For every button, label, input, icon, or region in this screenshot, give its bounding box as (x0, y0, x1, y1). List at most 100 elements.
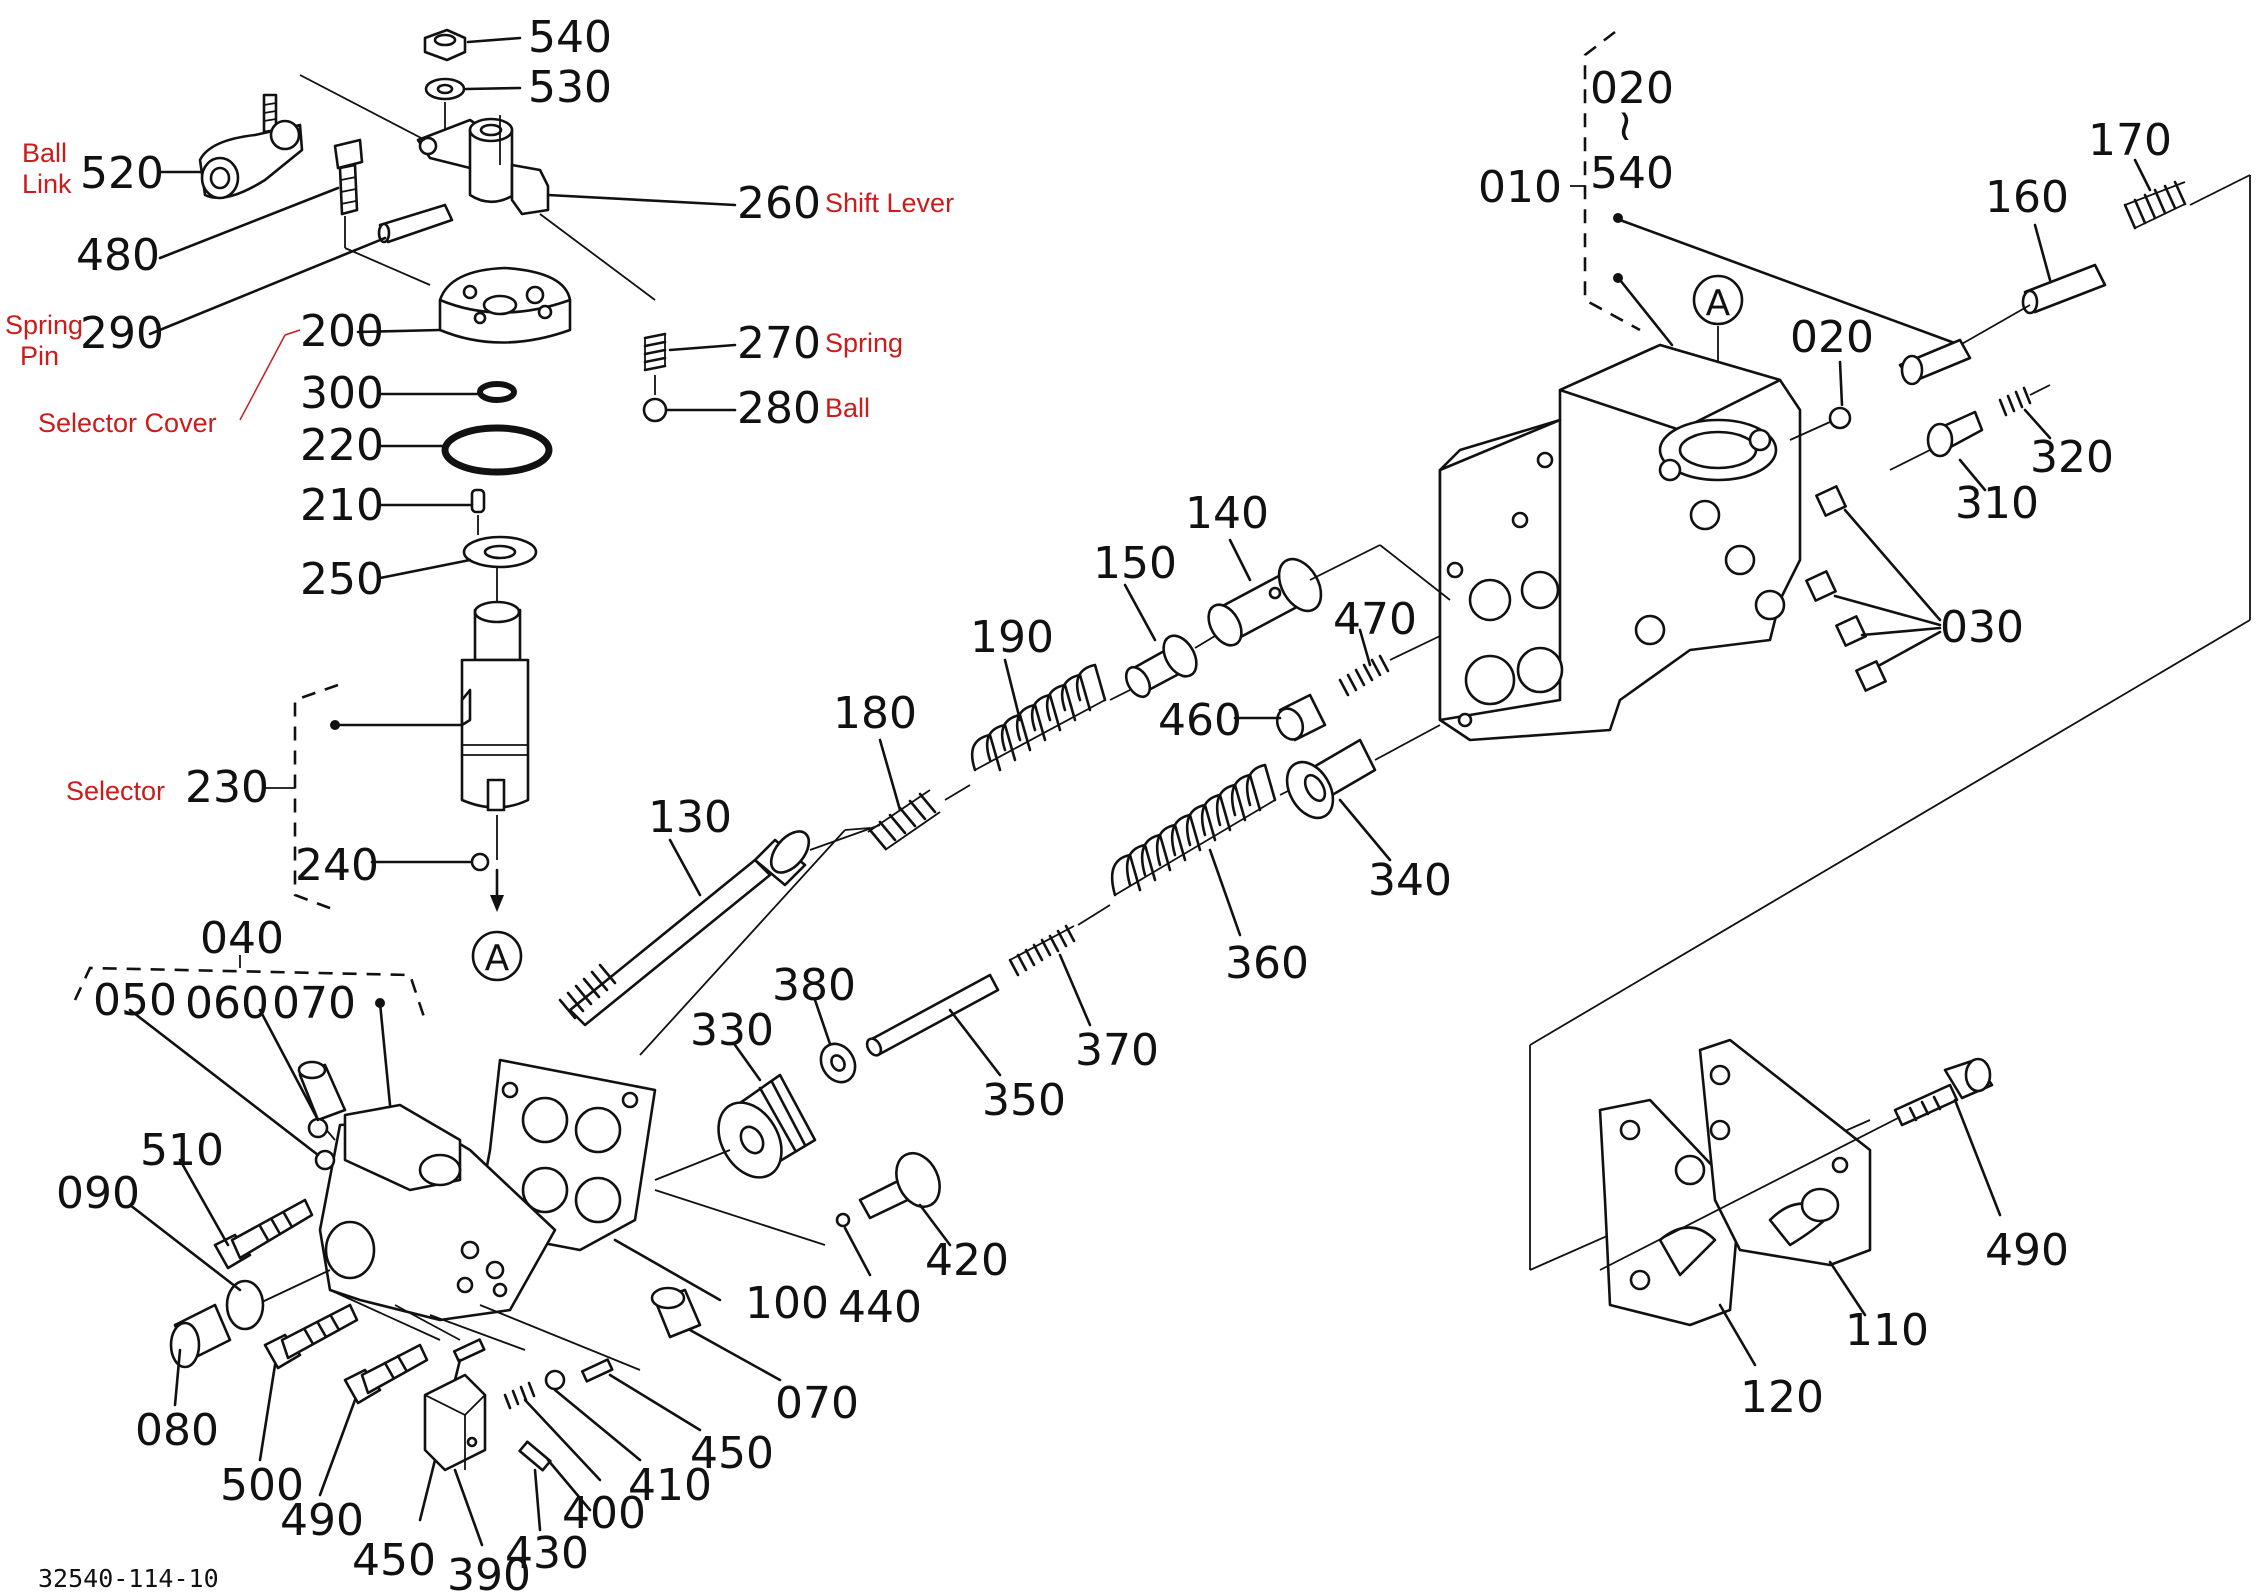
pin-440 (835, 1212, 872, 1277)
sleeve-150 (1123, 583, 1198, 699)
label-070-bottom: 070 (775, 1378, 859, 1429)
note-ball-link-2: Link (22, 169, 72, 199)
spring-pin-290 (148, 203, 454, 336)
label-270: 270 (737, 318, 821, 369)
label-080: 080 (135, 1405, 219, 1456)
label-tilde: ≀ (1617, 100, 1634, 151)
o-ring-300 (378, 381, 517, 403)
label-120: 120 (1740, 1372, 1824, 1423)
plug-160 (2021, 223, 2107, 315)
label-200: 200 (300, 306, 384, 357)
label-140: 140 (1185, 488, 1269, 539)
label-350: 350 (982, 1075, 1066, 1126)
label-540-right: 540 (1590, 148, 1674, 199)
note-spring-pin-1: Spring (5, 310, 83, 340)
label-480: 480 (76, 230, 160, 281)
label-380: 380 (772, 960, 856, 1011)
label-400: 400 (562, 1488, 646, 1539)
cover-040-assembly (73, 955, 826, 1547)
spool-130 (558, 830, 811, 1027)
label-290: 290 (80, 308, 164, 359)
plugs-030 (1805, 485, 1942, 692)
label-530: 530 (528, 62, 612, 113)
label-220: 220 (300, 420, 384, 471)
washer-250 (378, 535, 538, 580)
label-050: 050 (93, 975, 177, 1026)
label-130: 130 (648, 792, 732, 843)
label-180: 180 (833, 688, 917, 739)
label-340: 340 (1368, 855, 1452, 906)
label-440: 440 (838, 1282, 922, 1333)
callout-a-left-label: A (485, 938, 510, 979)
label-090: 090 (56, 1168, 140, 1219)
spring-190 (970, 658, 1107, 772)
label-420: 420 (925, 1235, 1009, 1286)
valve-020 (1789, 338, 1972, 441)
label-230: 230 (185, 762, 269, 813)
pin-350 (865, 973, 1002, 1077)
o-ring-220 (378, 424, 553, 476)
label-160: 160 (1985, 172, 2069, 223)
label-060: 060 (185, 978, 269, 1029)
label-430: 430 (505, 1528, 589, 1579)
plug-460 (1233, 693, 1327, 742)
callout-a-right-label: A (1706, 283, 1731, 324)
label-260: 260 (737, 178, 821, 229)
label-150: 150 (1093, 538, 1177, 589)
ball-link-520 (158, 93, 304, 200)
label-240: 240 (295, 840, 379, 891)
label-450-a: 450 (352, 1535, 436, 1586)
gasket-120 (1598, 1098, 1757, 1367)
label-470: 470 (1333, 594, 1417, 645)
selector-230 (330, 600, 530, 860)
spring-360 (1110, 763, 1277, 937)
label-170: 170 (2088, 115, 2172, 166)
spring-470 (1338, 628, 1441, 697)
label-460: 460 (1158, 695, 1242, 746)
callout-a-left: A (471, 930, 523, 982)
label-280: 280 (737, 383, 821, 434)
label-100: 100 (745, 1278, 829, 1329)
label-070-top: 070 (272, 978, 356, 1029)
label-030: 030 (1940, 602, 2024, 653)
note-selector: Selector (66, 776, 165, 806)
piston-140 (1207, 538, 1323, 647)
nut-540 (423, 28, 522, 62)
label-010: 010 (1478, 162, 1562, 213)
label-250: 250 (300, 554, 384, 605)
note-shift-lever: Shift Lever (825, 188, 954, 218)
plug-420 (858, 1151, 952, 1247)
bolt-480 (158, 138, 364, 260)
plug-170 (2123, 158, 2187, 230)
ball-240 (370, 852, 490, 872)
label-190: 190 (970, 612, 1054, 663)
bolt-490-right (1893, 1057, 2002, 1217)
label-040: 040 (200, 913, 284, 964)
note-selector-cover: Selector Cover (38, 408, 217, 438)
label-300: 300 (300, 368, 384, 419)
label-110: 110 (1845, 1305, 1929, 1356)
label-450-b: 450 (690, 1428, 774, 1479)
label-020: 020 (1790, 312, 1874, 363)
selector-cover-leader (239, 334, 286, 421)
label-510: 510 (140, 1125, 224, 1176)
label-330: 330 (690, 1005, 774, 1056)
label-540: 540 (528, 12, 612, 63)
label-390: 390 (447, 1550, 531, 1594)
washer-530 (424, 77, 522, 101)
cover-110 (1698, 1038, 1872, 1317)
label-360: 360 (1225, 938, 1309, 989)
label-490-left: 490 (280, 1495, 364, 1546)
spring-270 (643, 332, 737, 395)
label-210: 210 (300, 480, 384, 531)
ball-280 (642, 397, 737, 423)
shift-lever-group (148, 28, 737, 912)
spring-370 (1008, 924, 1092, 1027)
pin-210 (378, 488, 486, 514)
spring-320 (1998, 384, 2052, 440)
selector-cover-200 (356, 266, 572, 344)
poppet-340 (1285, 738, 1392, 862)
label-520: 520 (80, 148, 164, 199)
